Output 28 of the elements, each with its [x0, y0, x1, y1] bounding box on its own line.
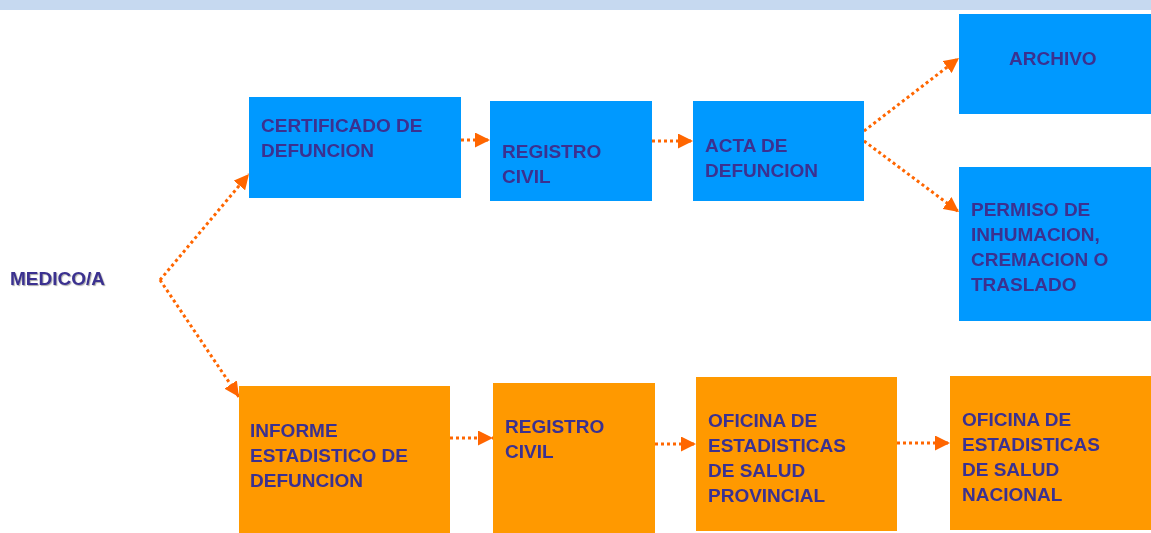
process-box	[959, 167, 1151, 321]
box-label: REGISTRO CIVIL	[502, 140, 603, 189]
arrow	[450, 430, 493, 446]
arrow	[158, 279, 241, 398]
box-label: ARCHIVO	[1009, 47, 1098, 71]
arrow	[655, 436, 696, 452]
box-label: CERTIFICADO DE DEFUNCION	[261, 114, 424, 163]
arrow	[158, 173, 251, 281]
arrow	[863, 139, 960, 214]
process-box	[959, 14, 1151, 114]
process-box	[950, 376, 1151, 530]
arrow	[652, 133, 693, 149]
process-box	[490, 101, 652, 201]
arrow	[863, 56, 960, 133]
process-box	[239, 386, 450, 533]
process-box	[249, 97, 461, 198]
box-label: INFORME ESTADISTICO DE DEFUNCION	[250, 419, 409, 493]
arrow	[461, 132, 490, 148]
process-box	[693, 101, 864, 201]
box-label: PERMISO DE INHUMACION, CREMACION O TRASLADO	[971, 198, 1110, 297]
box-label: OFICINA DE ESTADISTICAS DE SALUD PROVINCIAL	[708, 409, 847, 508]
box-label: OFICINA DE ESTADISTICAS DE SALUD NACIONAL	[962, 408, 1101, 507]
process-box	[696, 377, 897, 531]
process-box	[493, 383, 655, 533]
box-label: ACTA DE DEFUNCION	[705, 134, 819, 183]
start-label: MEDICO/A	[8, 262, 160, 296]
arrow	[897, 435, 950, 451]
box-label: REGISTRO CIVIL	[505, 415, 606, 464]
